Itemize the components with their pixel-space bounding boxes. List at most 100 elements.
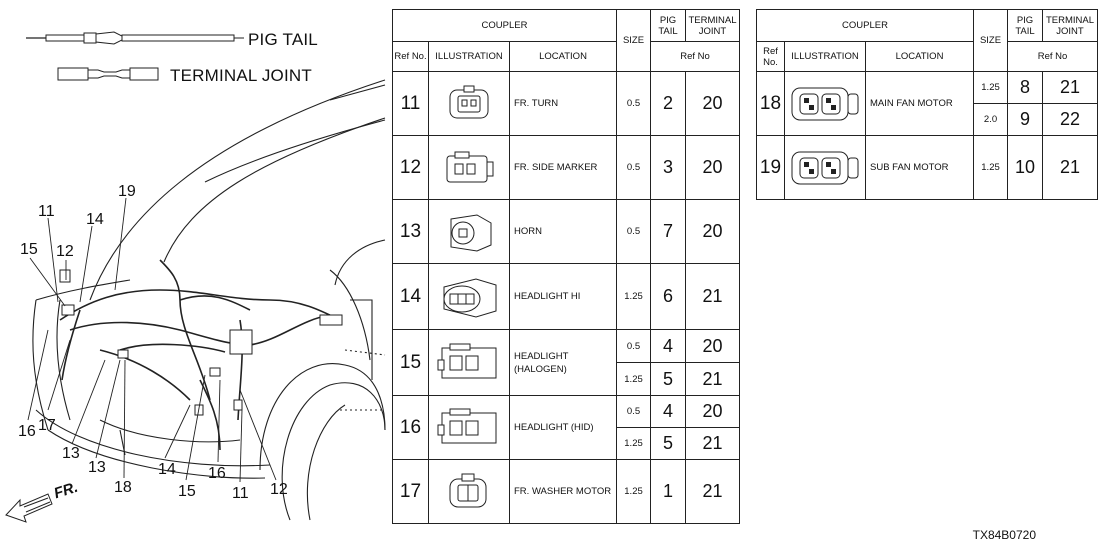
pig-tail-icon [26,31,244,45]
callout-11-a: 11 [38,203,55,220]
connector-illustration [784,71,866,136]
callout-13-a: 13 [62,445,80,462]
terminal-joint-cell: 21 [685,362,741,396]
callout-15-b: 15 [178,483,196,500]
coupler-table-right: COUPLER SIZE PIG TAIL TERMINAL JOINT Ref… [755,9,1099,200]
front-bumper [35,409,271,467]
ref-cell: 14 [392,263,429,330]
table-row: 12 FR. SIDE MARKER 0.5 3 20 [392,135,741,200]
location-cell: FR. TURN [508,71,618,136]
connector-illustration [428,263,510,330]
pig-tail-cell: 6 [650,263,687,330]
wheel-arch [259,363,386,471]
callout-17: 17 [38,417,56,434]
callout-14-a: 14 [86,211,104,228]
table-row: 15 HEADLIGHT (HALOGEN) 0.5 4 20 [392,329,741,396]
pig-tail-cell: 1 [650,459,687,524]
size-cell: 2.0 [973,103,1009,136]
header-size: SIZE [973,9,1009,72]
header-location: LOCATION [864,41,975,72]
connector-illustration [428,71,510,136]
header-ref-no-sub: Ref No [650,41,741,72]
size-cell: 0.5 [616,71,652,136]
connector-illustration [428,329,510,396]
terminal-joint-cell: 21 [1042,71,1099,104]
location-cell: HEADLIGHT (HALOGEN) [508,329,618,396]
hood-line [89,79,386,301]
pig-tail-cell: 7 [650,199,687,264]
terminal-joint-cell: 20 [685,395,741,428]
ref-cell: 17 [392,459,429,524]
ref-cell: 19 [756,135,785,200]
terminal-joint-cell: 21 [685,427,741,460]
terminal-joint-cell: 21 [1042,135,1099,200]
header-coupler: COUPLER [391,9,618,42]
callout-16-b: 16 [208,465,226,482]
header-pig-tail: PIG TAIL [1007,9,1044,42]
front-arrow-icon [5,493,53,523]
terminal-joint-cell: 20 [685,199,741,264]
table-row: 1.25 5 21 [393,427,741,460]
ref-cell: 18 [756,71,785,136]
callout-13-b: 13 [88,459,106,476]
table-row: 19 SUB FAN MOTOR 1.25 10 21 [756,135,1099,200]
size-cell: 1.25 [616,362,652,396]
size-cell: 0.5 [616,135,652,200]
connector-illustration [428,199,510,264]
connector-illustration [428,135,510,200]
table-row: 17 FR. WASHER MOTOR 1.25 1 21 [392,459,741,524]
header-ref-no-sub: Ref No [1007,41,1099,72]
location-cell: FR. WASHER MOTOR [508,459,618,524]
header-pig-tail: PIG TAIL [650,9,687,42]
terminal-joint-cell: 22 [1042,103,1099,136]
ref-cell: 12 [392,135,429,200]
pig-tail-cell: 5 [650,427,687,460]
callout-18: 18 [114,479,132,496]
header-size: SIZE [616,9,652,72]
pig-tail-cell: 4 [650,395,687,428]
location-cell: SUB FAN MOTOR [864,135,975,200]
table-row: 11 FR. TURN 0.5 2 20 [392,71,741,136]
tire-outer [281,382,386,521]
size-cell: 0.5 [616,199,652,264]
car-wiring-diagram [5,79,386,523]
location-cell: FR. SIDE MARKER [508,135,618,200]
callout-12-b: 12 [270,481,288,498]
ref-cell: 11 [392,71,429,136]
pig-tail-cell: 10 [1007,135,1044,200]
header-location: LOCATION [508,41,618,72]
size-cell: 1.25 [973,71,1009,104]
connector-illustration [784,135,866,200]
coupler-table-left: COUPLER SIZE PIG TAIL TERMINAL JOINT Ref… [391,9,741,524]
header-ref-no: Ref No. [392,41,429,72]
pig-tail-label: PIG TAIL [248,30,318,49]
terminal-joint-icon [57,67,159,81]
size-cell: 0.5 [616,329,652,363]
callout-19: 19 [118,183,136,200]
terminal-joint-label: TERMINAL JOINT [170,66,312,85]
callout-16-a: 16 [18,423,36,440]
terminal-joint-cell: 20 [685,71,741,136]
table-row: 14 HEADLIGHT HI 1.25 6 21 [392,263,741,330]
callout-15-a: 15 [20,241,38,258]
callout-14-b: 14 [158,461,176,478]
connector-illustration [428,395,510,460]
header-ref-no: Ref No. [756,41,785,72]
size-cell: 0.5 [616,395,652,428]
pig-tail-cell: 2 [650,71,687,136]
diagram-code: TX84B0720 [972,528,1036,542]
header-illustration: ILLUSTRATION [428,41,510,72]
pig-tail-cell: 8 [1007,71,1044,104]
terminal-joint-cell: 21 [685,263,741,330]
ref-cell: 16 [392,395,429,460]
location-cell: HEADLIGHT HI [508,263,618,330]
header-terminal-joint: TERMINAL JOINT [1042,9,1099,42]
pig-tail-cell: 3 [650,135,687,200]
table-row: 18 MAIN FAN MOTOR 1.25 8 21 [756,71,1099,136]
table-row: 16 HEADLIGHT (HID) 0.5 4 20 [392,395,741,460]
table-row: 13 HORN 0.5 7 20 [392,199,741,264]
connector-illustration [428,459,510,524]
header-illustration: ILLUSTRATION [784,41,866,72]
size-cell: 1.25 [616,427,652,460]
ref-cell: 13 [392,199,429,264]
